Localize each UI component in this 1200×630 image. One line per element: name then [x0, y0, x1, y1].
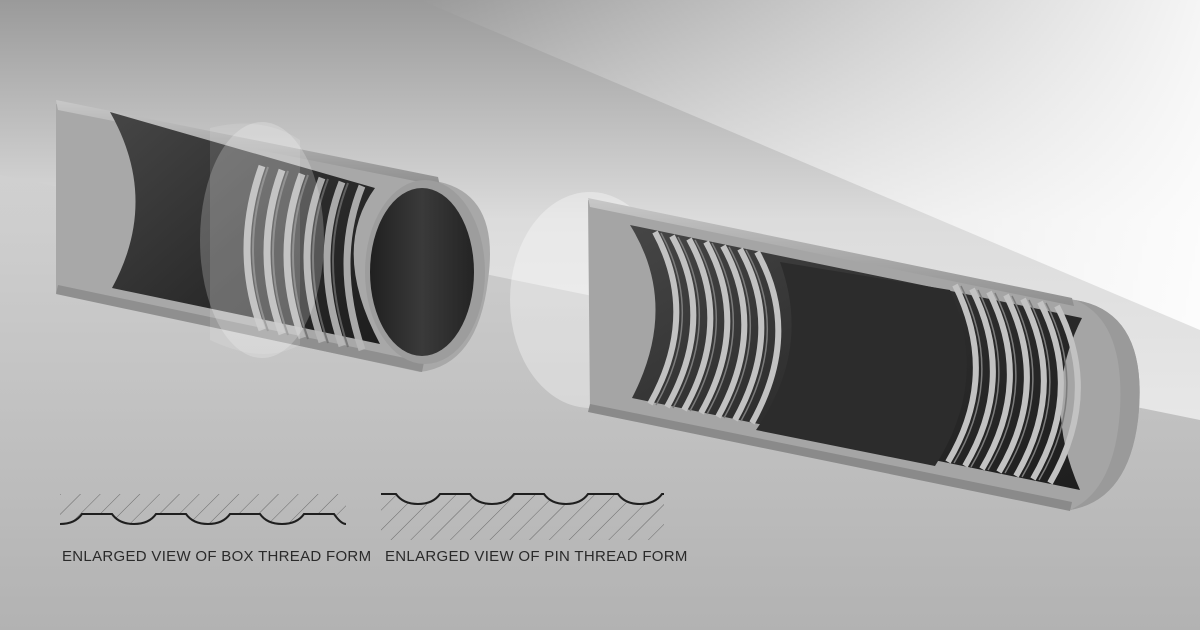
- pin-thread-caption: ENLARGED VIEW OF PIN THREAD FORM: [385, 548, 688, 565]
- pin-pipe: [510, 192, 1140, 511]
- pin-thread-form-detail: [381, 493, 664, 540]
- box-pipe: [56, 100, 490, 372]
- box-thread-caption: ENLARGED VIEW OF BOX THREAD FORM: [62, 548, 372, 565]
- background-highlight: [420, 0, 1200, 330]
